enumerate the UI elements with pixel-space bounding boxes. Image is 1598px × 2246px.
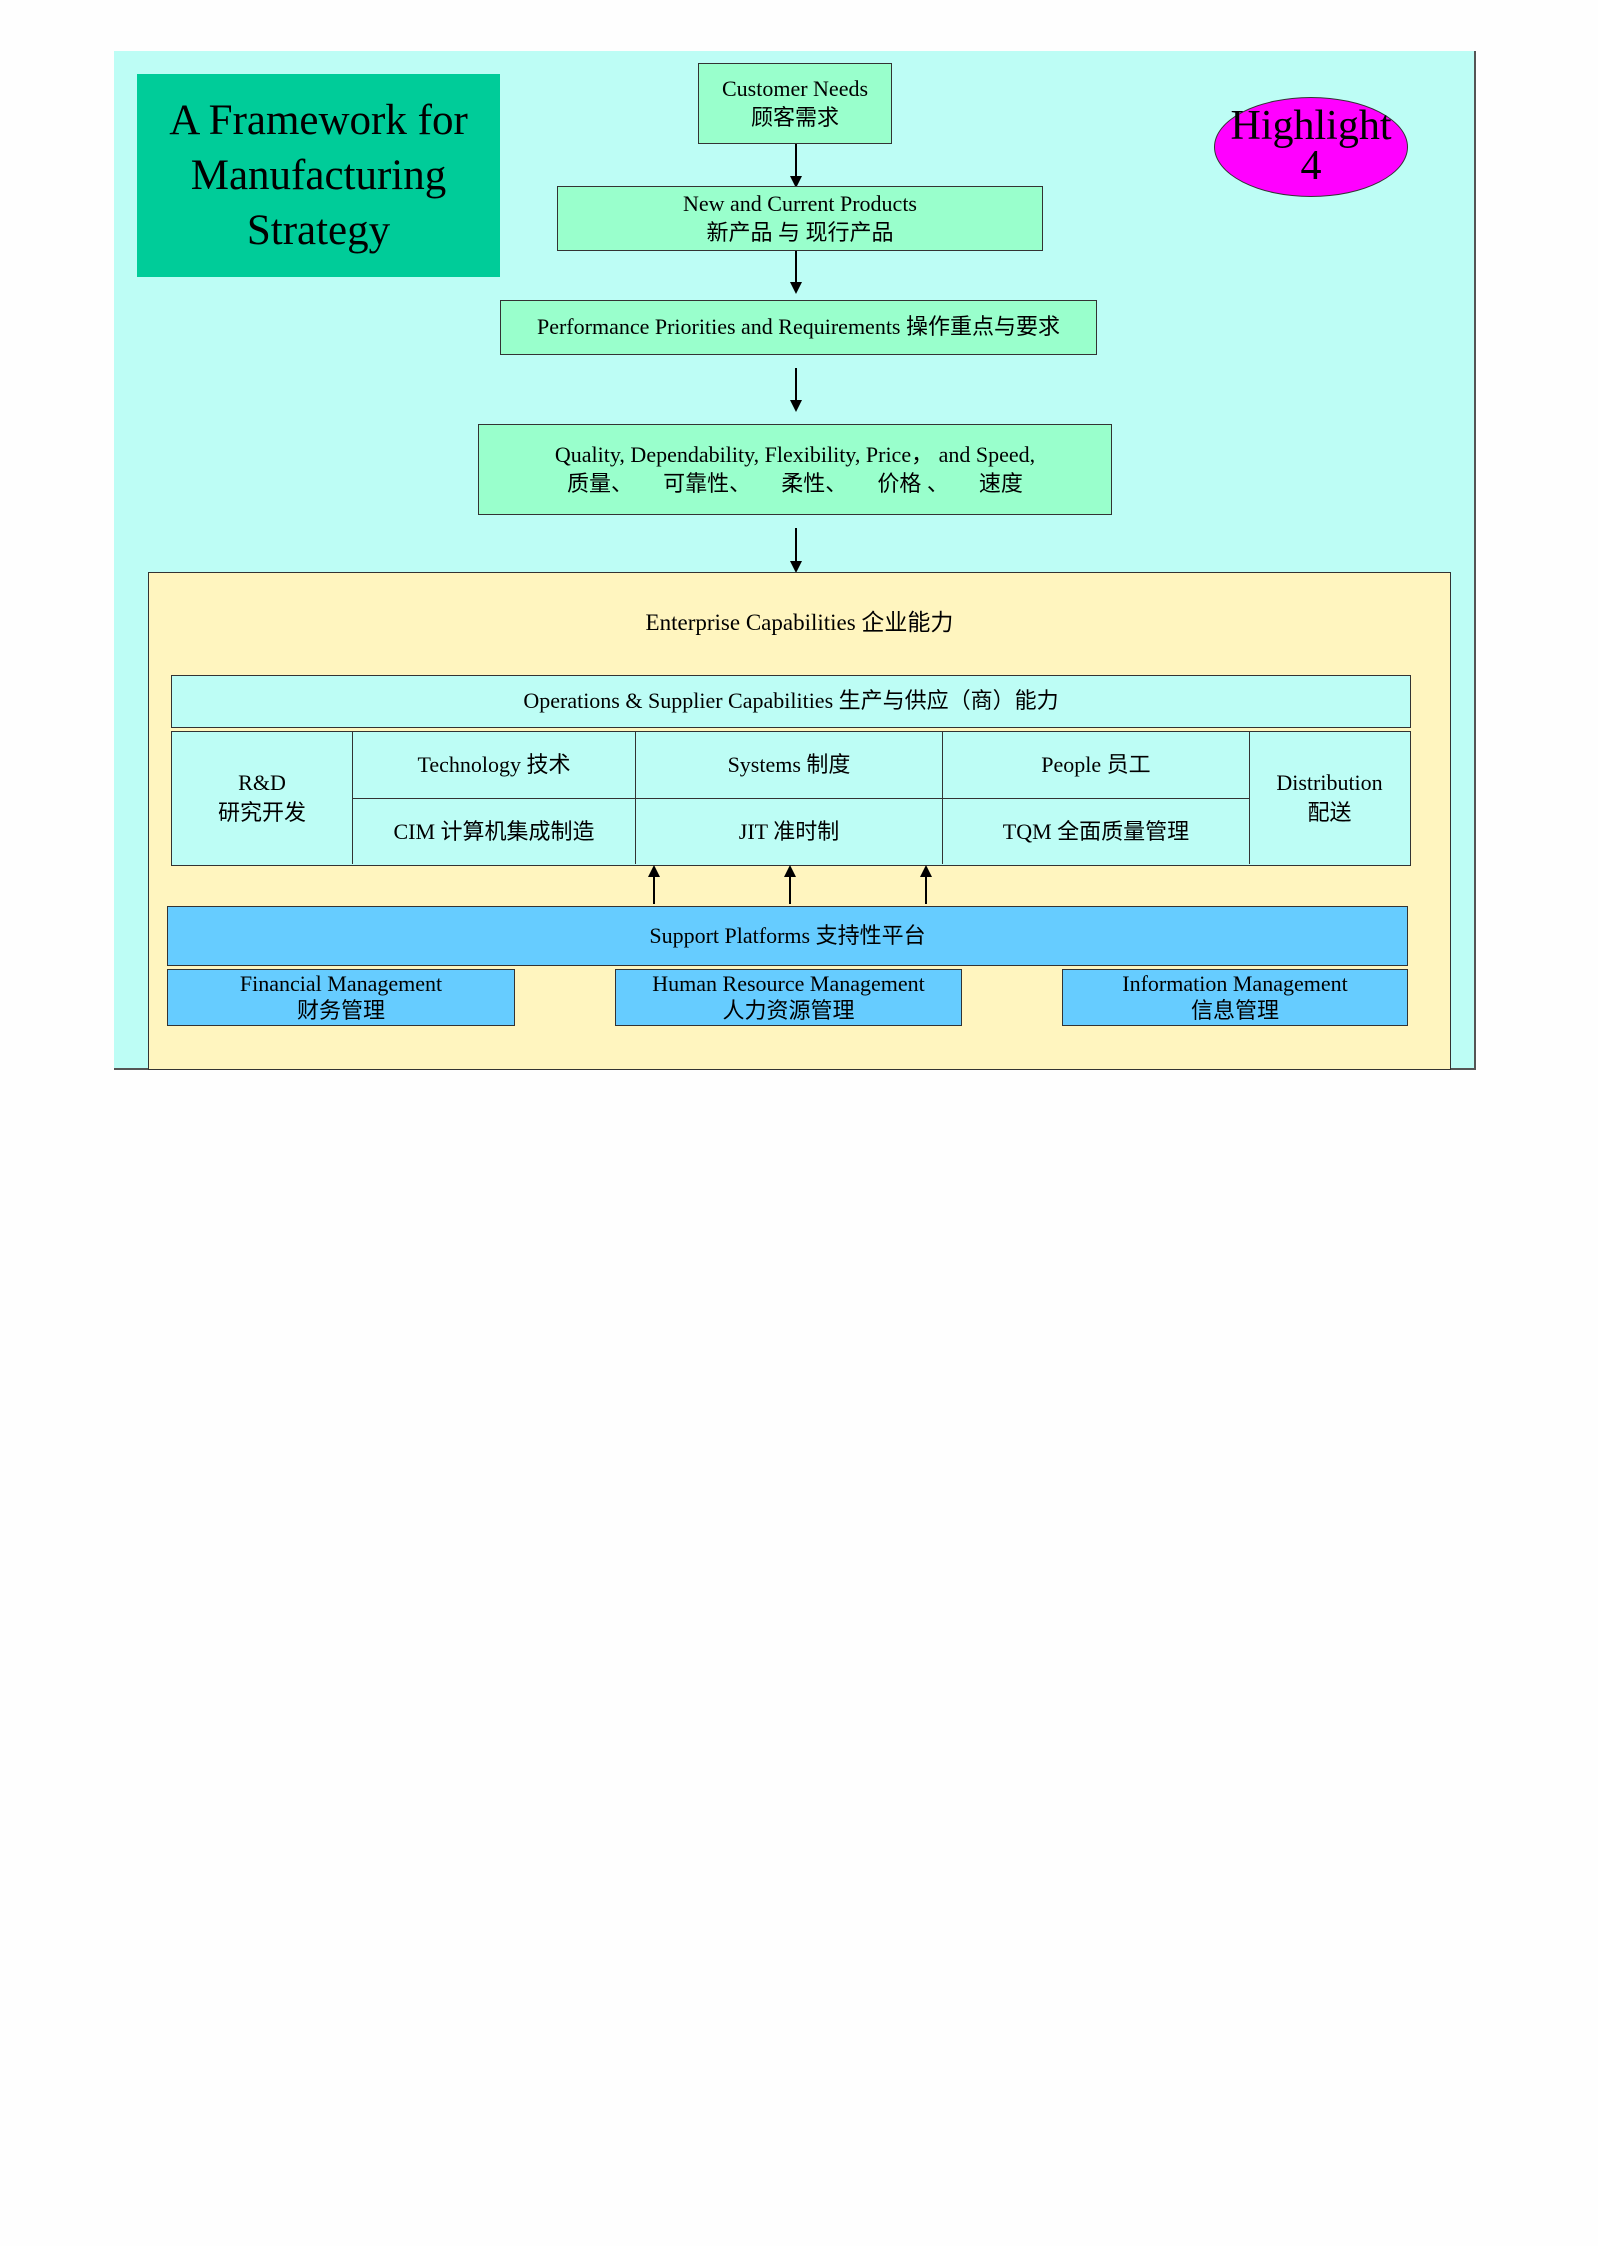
slide-title: A Framework for Manufacturing Strategy bbox=[137, 74, 500, 277]
technology-cell: Technology 技术 bbox=[353, 732, 636, 799]
info-en: Information Management bbox=[1122, 971, 1348, 997]
highlight-label: Highlight bbox=[1230, 103, 1392, 150]
arrow-down-icon bbox=[790, 144, 802, 188]
flexibility-zh: 柔性、 bbox=[781, 470, 848, 496]
title-line-2: Manufacturing bbox=[190, 151, 447, 199]
title-line-1: A Framework for bbox=[169, 96, 468, 144]
competitive-priorities-box: Quality, Dependability, Flexibility, Pri… bbox=[478, 424, 1112, 515]
people-cell: People 员工 bbox=[943, 732, 1250, 799]
customer-needs-box: Customer Needs 顾客需求 bbox=[698, 63, 892, 144]
arrow-down-icon bbox=[790, 251, 802, 294]
arrow-up-icon bbox=[920, 865, 932, 904]
distribution-cell: Distribution 配送 bbox=[1250, 732, 1409, 864]
operations-label: Operations & Supplier Capabilities 生产与供应… bbox=[523, 688, 1059, 714]
rd-zh: 研究开发 bbox=[217, 800, 306, 825]
performance-label: Performance Priorities and Requirements … bbox=[536, 314, 1060, 340]
operations-bar: Operations & Supplier Capabilities 生产与供应… bbox=[171, 675, 1411, 728]
rd-cell: R&D 研究开发 bbox=[172, 732, 353, 864]
hr-zh: 人力资源管理 bbox=[722, 997, 855, 1023]
info-zh: 信息管理 bbox=[1190, 997, 1279, 1023]
products-zh: 新产品 与 现行产品 bbox=[706, 219, 894, 245]
tqm-cell: TQM 全面质量管理 bbox=[943, 799, 1250, 864]
arrow-up-icon bbox=[648, 865, 660, 904]
distribution-zh: 配送 bbox=[1307, 800, 1352, 825]
financial-zh: 财务管理 bbox=[296, 997, 385, 1023]
competitive-en: Quality, Dependability, Flexibility, Pri… bbox=[554, 441, 1036, 467]
arrow-up-icon bbox=[784, 865, 796, 904]
products-en: New and Current Products bbox=[682, 190, 917, 216]
highlight-number: 4 bbox=[1300, 143, 1322, 189]
support-label: Support Platforms 支持性平台 bbox=[649, 922, 926, 948]
arrow-down-icon bbox=[790, 368, 802, 412]
performance-box: Performance Priorities and Requirements … bbox=[500, 300, 1097, 355]
enterprise-title: Enterprise Capabilities 企业能力 bbox=[645, 610, 954, 635]
rd-en: R&D bbox=[238, 770, 286, 796]
financial-en: Financial Management bbox=[239, 971, 443, 997]
cim-cell: CIM 计算机集成制造 bbox=[353, 799, 636, 864]
customer-needs-zh: 顾客需求 bbox=[750, 104, 839, 130]
title-line-3: Strategy bbox=[246, 207, 391, 255]
capabilities-grid: R&D 研究开发 Technology 技术 Systems 制度 People… bbox=[171, 731, 1411, 866]
price-zh: 价格 、 bbox=[877, 470, 949, 496]
quality-zh: 质量、 bbox=[567, 470, 634, 496]
dependability-zh: 可靠性、 bbox=[663, 470, 752, 496]
information-management-box: Information Management 信息管理 bbox=[1062, 969, 1408, 1026]
jit-cell: JIT 准时制 bbox=[636, 799, 943, 864]
support-platforms-bar: Support Platforms 支持性平台 bbox=[167, 906, 1408, 966]
arrow-down-icon bbox=[790, 528, 802, 573]
distribution-en: Distribution bbox=[1276, 770, 1383, 796]
systems-cell: Systems 制度 bbox=[636, 732, 943, 799]
speed-zh: 速度 bbox=[978, 470, 1023, 496]
hr-management-box: Human Resource Management 人力资源管理 bbox=[615, 969, 962, 1026]
customer-needs-en: Customer Needs bbox=[721, 75, 869, 101]
highlight-badge: Highlight 4 bbox=[1214, 97, 1408, 197]
financial-management-box: Financial Management 财务管理 bbox=[167, 969, 515, 1026]
hr-en: Human Resource Management bbox=[652, 971, 925, 997]
products-box: New and Current Products 新产品 与 现行产品 bbox=[557, 186, 1043, 251]
